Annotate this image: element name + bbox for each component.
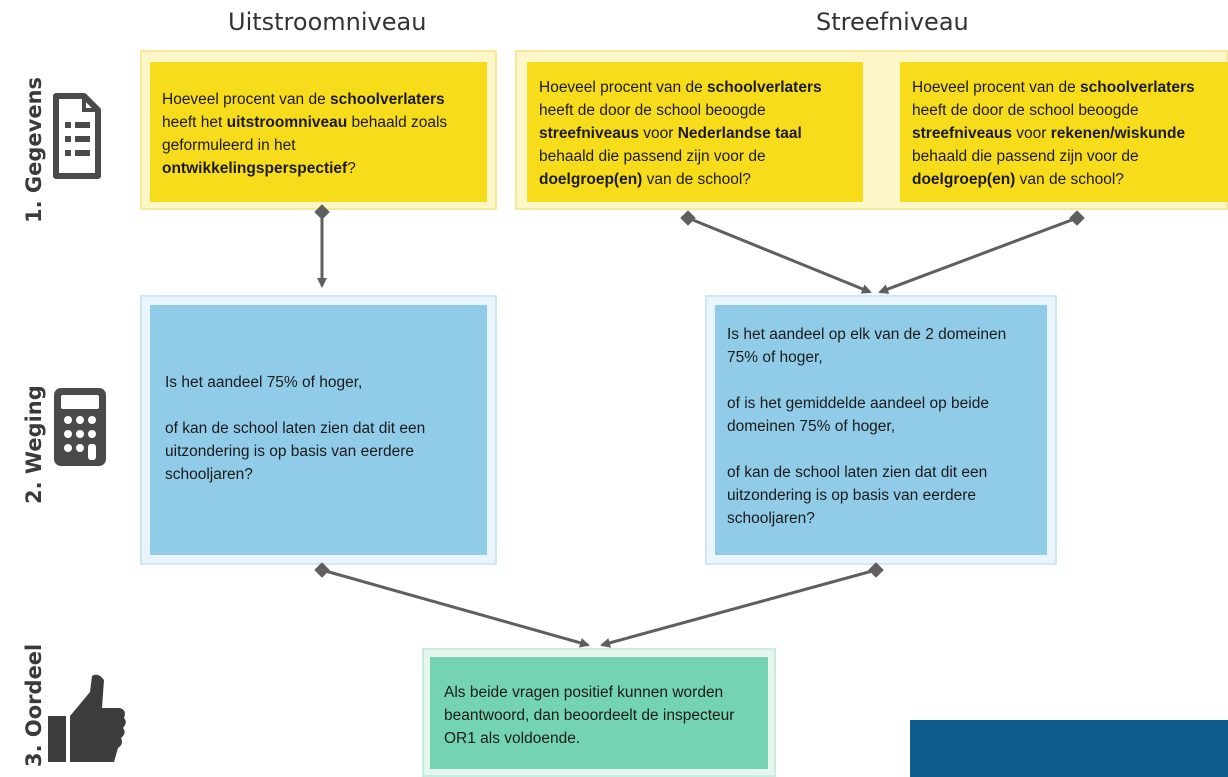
arrow-w2-to-oordeel bbox=[600, 568, 877, 648]
document-icon bbox=[53, 93, 101, 179]
oordeel-conclusie: Als beide vragen positief kunnen worden … bbox=[430, 657, 768, 769]
weging-streefniveau: Is het aandeel op elk van de 2 domeinen … bbox=[715, 305, 1047, 555]
arrow-w1-to-oordeel bbox=[321, 568, 590, 648]
thumbs-up-icon bbox=[48, 674, 126, 762]
weging-uitstroomniveau: Is het aandeel 75% of hoger, of kan de s… bbox=[150, 305, 487, 555]
calculator-icon bbox=[54, 388, 106, 466]
question-streefniveau-taal: Hoeveel procent van de schoolverlaters h… bbox=[527, 62, 863, 202]
blue-corner-block bbox=[910, 720, 1228, 777]
header-streefniveau: Streefniveau bbox=[816, 8, 969, 36]
question-streefniveau-rekenen: Hoeveel procent van de schoolverlaters h… bbox=[900, 62, 1228, 202]
arrow-q3-to-w2 bbox=[878, 216, 1078, 294]
header-uitstroomniveau: Uitstroomniveau bbox=[228, 8, 427, 36]
question-uitstroomniveau: Hoeveel procent van de schoolverlaters h… bbox=[150, 62, 487, 202]
arrow-q2-to-w2 bbox=[687, 216, 872, 294]
